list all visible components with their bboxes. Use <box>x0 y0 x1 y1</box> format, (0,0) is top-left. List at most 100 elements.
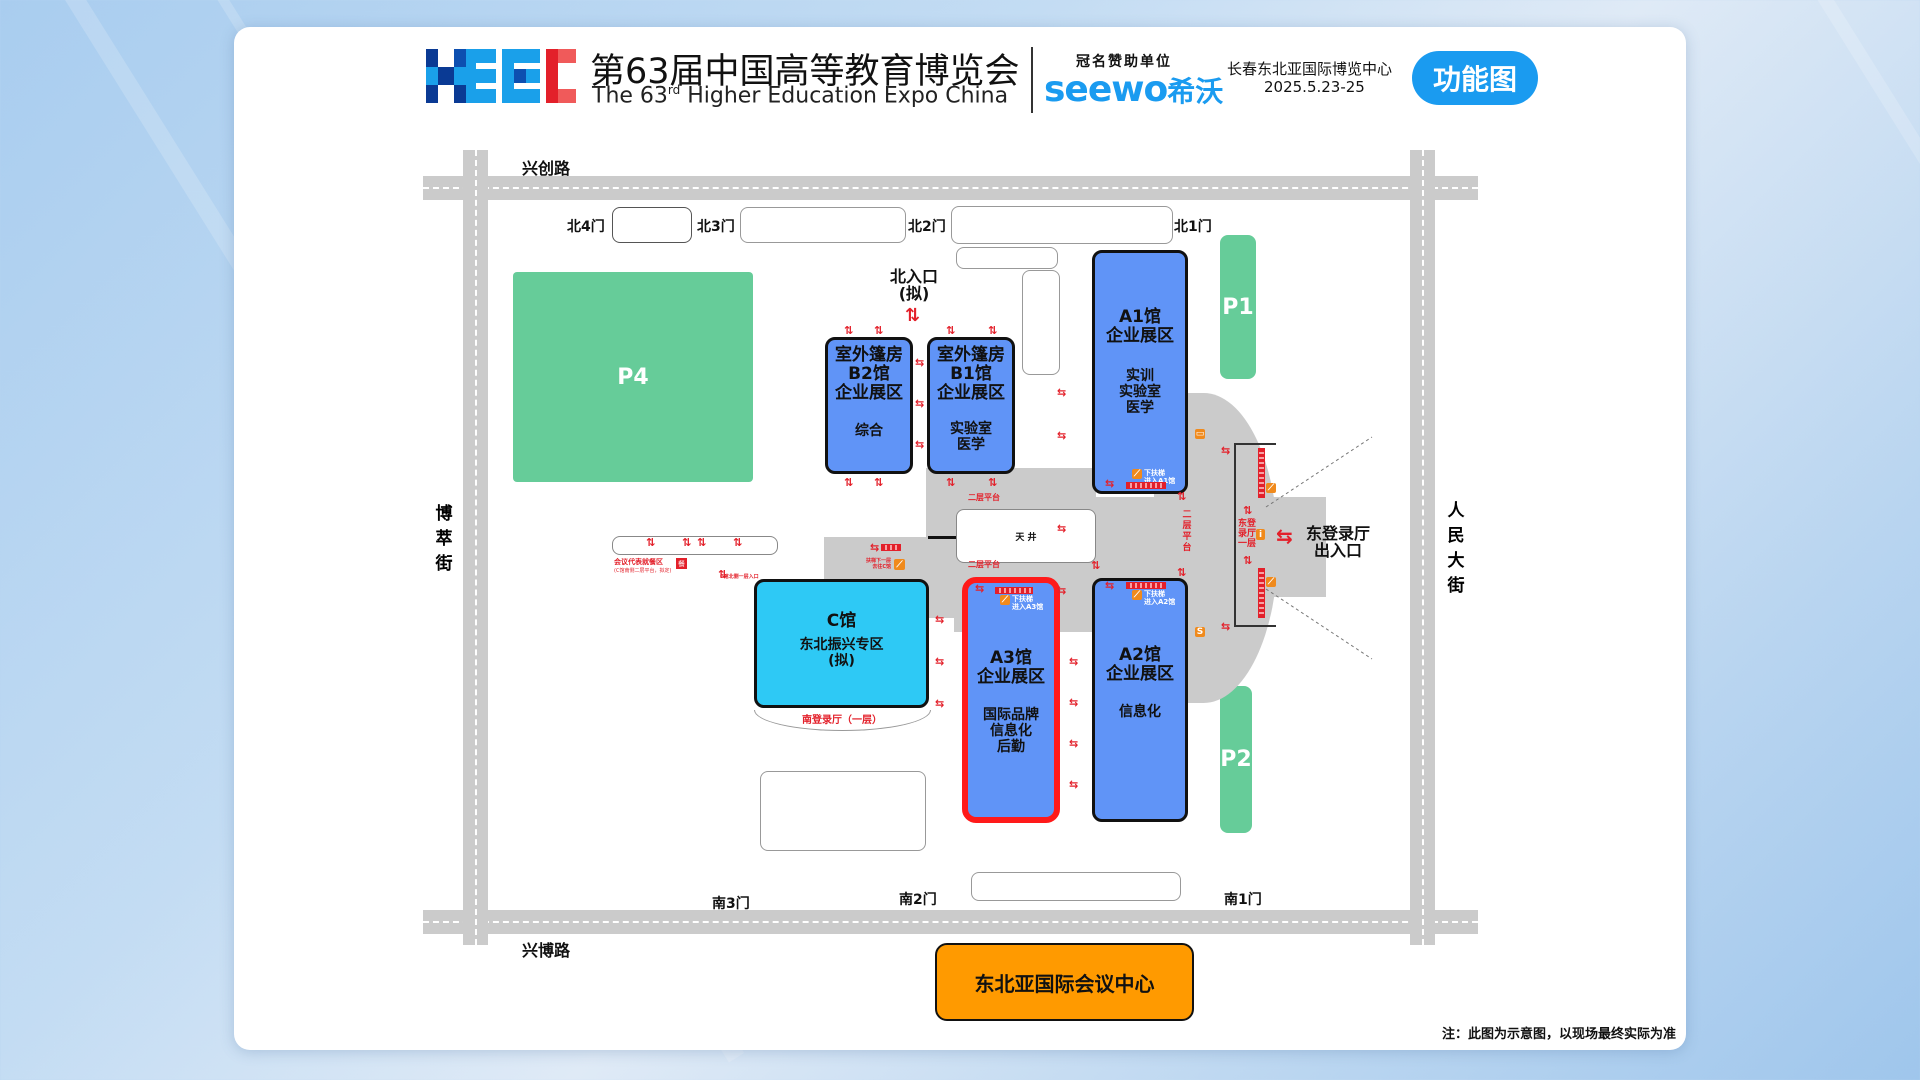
gate-north-4 <box>612 207 692 243</box>
hall-a3-sub: 后勤 <box>997 739 1025 755</box>
east-lobby-entry-line1: 东登录厅 <box>1306 524 1371 543</box>
flow-arrow-icon: ⇆ <box>1057 522 1067 535</box>
flow-arrow-icon: ⇆ <box>975 582 985 595</box>
hall-b2-line1: 室外篷房 <box>835 345 903 365</box>
north-entrance-label: 北入口 (拟) <box>890 268 938 302</box>
east-lobby-entry-line2: 出入口 <box>1314 541 1363 560</box>
escalator-note-line: 进入A1馆 <box>1144 477 1176 485</box>
platform-label-lower: 二层平台 <box>968 560 1000 569</box>
east-lobby-inner-label: 东登 录厅 一层 <box>1238 519 1256 549</box>
service-block <box>760 771 926 851</box>
sponsor-logo: seewo希沃 <box>1044 69 1223 110</box>
escalator-note-line: 下扶梯 <box>1144 590 1165 598</box>
hall-a1-line2: 企业展区 <box>1106 326 1174 346</box>
expo-title-en-prefix: The 63 <box>592 83 668 109</box>
road-label-east-char: 街 <box>1447 576 1465 596</box>
escalator-icon: ⟋ <box>1266 483 1276 493</box>
road-label-west-char: 博 <box>435 504 453 524</box>
flow-arrow-icon: ⇆ <box>1057 584 1067 597</box>
dining-corridor <box>612 536 778 555</box>
road-label-north: 兴创路 <box>522 159 571 178</box>
hall-c[interactable]: C馆 东北振兴专区 (拟) <box>754 579 929 708</box>
sponsor-label: 冠名赞助单位 <box>1076 54 1172 70</box>
hall-a3-highlighted[interactable]: A3馆 企业展区 国际品牌 信息化 后勤 <box>962 577 1060 823</box>
escalator-note-a2: 下扶梯 进入A2馆 <box>1144 590 1175 606</box>
dining-title: 会议代表就餐区 <box>614 558 663 566</box>
hall-b2-line3: 企业展区 <box>835 383 903 403</box>
platform-label-upper: 二层平台 <box>968 493 1000 502</box>
east-lobby-inner-line: 录厅 <box>1238 529 1257 539</box>
north-entrance-line2: (拟) <box>898 284 930 303</box>
dining-icon: 餐 <box>676 558 687 569</box>
hall-b2[interactable]: 室外篷房 B2馆 企业展区 综合 <box>825 337 913 474</box>
escalator-note-line: 下扶梯 <box>1012 595 1033 603</box>
road-label-east-char: 大 <box>1447 551 1465 571</box>
hall-a1[interactable]: A1馆 企业展区 实训 实验室 医学 <box>1092 250 1188 494</box>
expo-title-cn: 第63届中国高等教育博览会 <box>590 52 1020 92</box>
escalator-icon: ⟋ <box>1266 577 1276 587</box>
hall-a2-sub: 信息化 <box>1119 704 1161 720</box>
service-block <box>1022 270 1060 375</box>
sponsor-logo-cn: 希沃 <box>1167 75 1224 108</box>
background-streak <box>1780 0 1920 1043</box>
staircase <box>1126 582 1166 589</box>
dining-label: 会议代表就餐区 (C馆南侧二层平台，拟定) <box>614 557 671 574</box>
flow-arrow-icon: ⇆ <box>1069 778 1079 791</box>
skylight: 天 井 <box>956 509 1096 563</box>
footnote: 注：此图为示意图，以现场最终实际为准 <box>1441 1027 1676 1042</box>
road-label-east-char: 民 <box>1447 526 1465 546</box>
hall-b1-sub: 医学 <box>957 437 985 453</box>
hall-a1-line1: A1馆 <box>1119 307 1161 327</box>
platform-label-east-char: 台 <box>1182 543 1192 553</box>
info-icon: i <box>1256 529 1265 540</box>
luggage-icon: ▭ <box>1195 429 1205 439</box>
flow-arrow-icon: ⇆ <box>1057 429 1067 442</box>
east-lobby-outline <box>1234 443 1276 627</box>
escalator-note-line: 下扶梯 <box>1144 469 1165 477</box>
hall-c-line2: 东北振兴专区 <box>799 637 884 653</box>
escalator-icon: ⟋ <box>1132 590 1142 600</box>
conference-center-label: 东北亚国际会议中心 <box>974 971 1155 996</box>
flow-arrow-icon: ⇅ <box>946 476 956 489</box>
flow-arrow-icon: ⇆ <box>915 356 925 369</box>
heec-logo <box>426 49 576 103</box>
flow-arrow-icon: ⇅ <box>682 536 692 549</box>
escalator-note-line: 进入A2馆 <box>1144 598 1176 606</box>
flow-arrow-icon: ⇆ <box>935 655 945 668</box>
hall-c-line1: C馆 <box>826 611 857 631</box>
flow-arrow-icon: ⇅ <box>733 536 743 549</box>
shop-icon: S <box>1195 627 1205 637</box>
expo-title-en-suffix: Higher Education Expo China <box>680 83 1009 109</box>
flow-arrow-icon: ⇅ <box>844 476 854 489</box>
flow-arrow-icon: ⇆ <box>1069 737 1079 750</box>
hall-a3-line1: A3馆 <box>990 648 1032 668</box>
flow-arrow-icon: ⇅ <box>646 536 656 549</box>
conference-center[interactable]: 东北亚国际会议中心 <box>935 943 1194 1021</box>
flow-arrow-icon: ⇆ <box>1221 620 1231 633</box>
flow-arrow-icon: ⇆ <box>935 613 945 626</box>
road-label-west-char: 萃 <box>435 529 453 549</box>
expo-title-en-sup: rd <box>667 83 681 97</box>
road-label-west: 博 萃 街 <box>434 502 454 577</box>
escalator-note-a3: 下扶梯 进入A3馆 <box>1012 595 1043 611</box>
north-entrance-line1: 北入口 <box>890 267 939 286</box>
platform-label-east-char: 平 <box>1182 532 1192 542</box>
hall-b1-line1: 室外篷房 <box>937 345 1005 365</box>
escalator-note-c-line: 去往C馆 <box>872 564 892 570</box>
road-north <box>423 176 1478 200</box>
gate-north-3 <box>740 207 906 243</box>
staircase <box>881 544 901 551</box>
hall-a1-sub: 实验室 <box>1119 384 1161 400</box>
flow-arrow-icon: ⇅ <box>874 324 884 337</box>
hall-a2[interactable]: A2馆 企业展区 信息化 <box>1092 578 1188 822</box>
escalator-note-a1: 下扶梯 进入A1馆 <box>1144 469 1175 485</box>
parking-p1: P1 <box>1220 235 1256 379</box>
flow-arrow-icon: ⇆ <box>1105 579 1115 592</box>
platform-connector <box>928 536 956 539</box>
east-lobby-inner-line: 东登 <box>1238 519 1257 529</box>
hall-a1-sub: 实训 <box>1126 368 1154 384</box>
hall-b2-sub: 综合 <box>855 423 883 439</box>
flow-arrow-icon: ⇅ <box>718 568 728 581</box>
hall-b1[interactable]: 室外篷房 B1馆 企业展区 实验室 医学 <box>927 337 1015 474</box>
map-card: 第63届中国高等教育博览会 The 63rd Higher Education … <box>234 27 1686 1050</box>
